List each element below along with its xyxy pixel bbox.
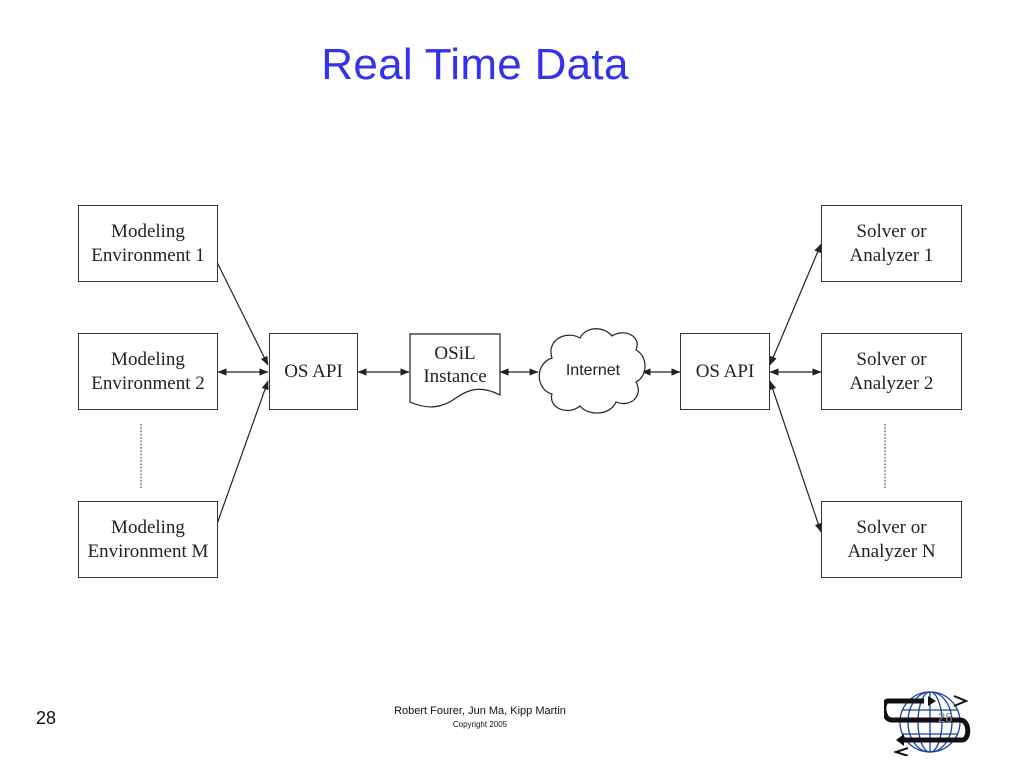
- solver-analyzer-n-label: Solver or Analyzer N: [847, 516, 936, 562]
- solver-analyzer-2: Solver or Analyzer 2: [821, 333, 962, 410]
- internet-cloud-shape: [538, 328, 646, 414]
- modeling-environment-2: Modeling Environment 2: [78, 333, 218, 410]
- modeling-environment-2-label: Modeling Environment 2: [91, 348, 205, 394]
- modeling-environment-1-label: Modeling Environment 1: [91, 220, 205, 266]
- slide-number: 28: [36, 708, 57, 728]
- os-api-left: OS API: [269, 333, 358, 410]
- solver-analyzer-1: Solver or Analyzer 1: [821, 205, 962, 282]
- osil-document-shape: [409, 333, 501, 408]
- arrow-osapi-solver1: [769, 243, 822, 366]
- arrow-osapi-solverN: [769, 380, 822, 533]
- os-api-right-label: OS API: [695, 360, 755, 382]
- modeling-environment-m: Modeling Environment M: [78, 501, 218, 578]
- slide-title: Real Time Data: [321, 40, 629, 89]
- optimization-services-logo-icon: [884, 691, 971, 756]
- footer-authors: Robert Fourer, Jun Ma, Kipp Martin: [394, 705, 566, 717]
- internet-label: Internet: [565, 362, 621, 379]
- os-api-right: OS API: [680, 333, 770, 410]
- osil-instance-label: OSiL Instance: [423, 343, 487, 387]
- solver-analyzer-2-label: Solver or Analyzer 2: [849, 348, 934, 394]
- modeling-environment-1: Modeling Environment 1: [78, 205, 218, 282]
- logo-slide-number: 28: [938, 710, 953, 725]
- os-api-left-label: OS API: [284, 360, 343, 382]
- solver-analyzer-n: Solver or Analyzer N: [821, 501, 962, 578]
- solver-analyzer-1-label: Solver or Analyzer 1: [849, 220, 934, 266]
- modeling-environment-m-label: Modeling Environment M: [87, 516, 209, 562]
- footer-copyright: Copyright 2005: [452, 720, 508, 729]
